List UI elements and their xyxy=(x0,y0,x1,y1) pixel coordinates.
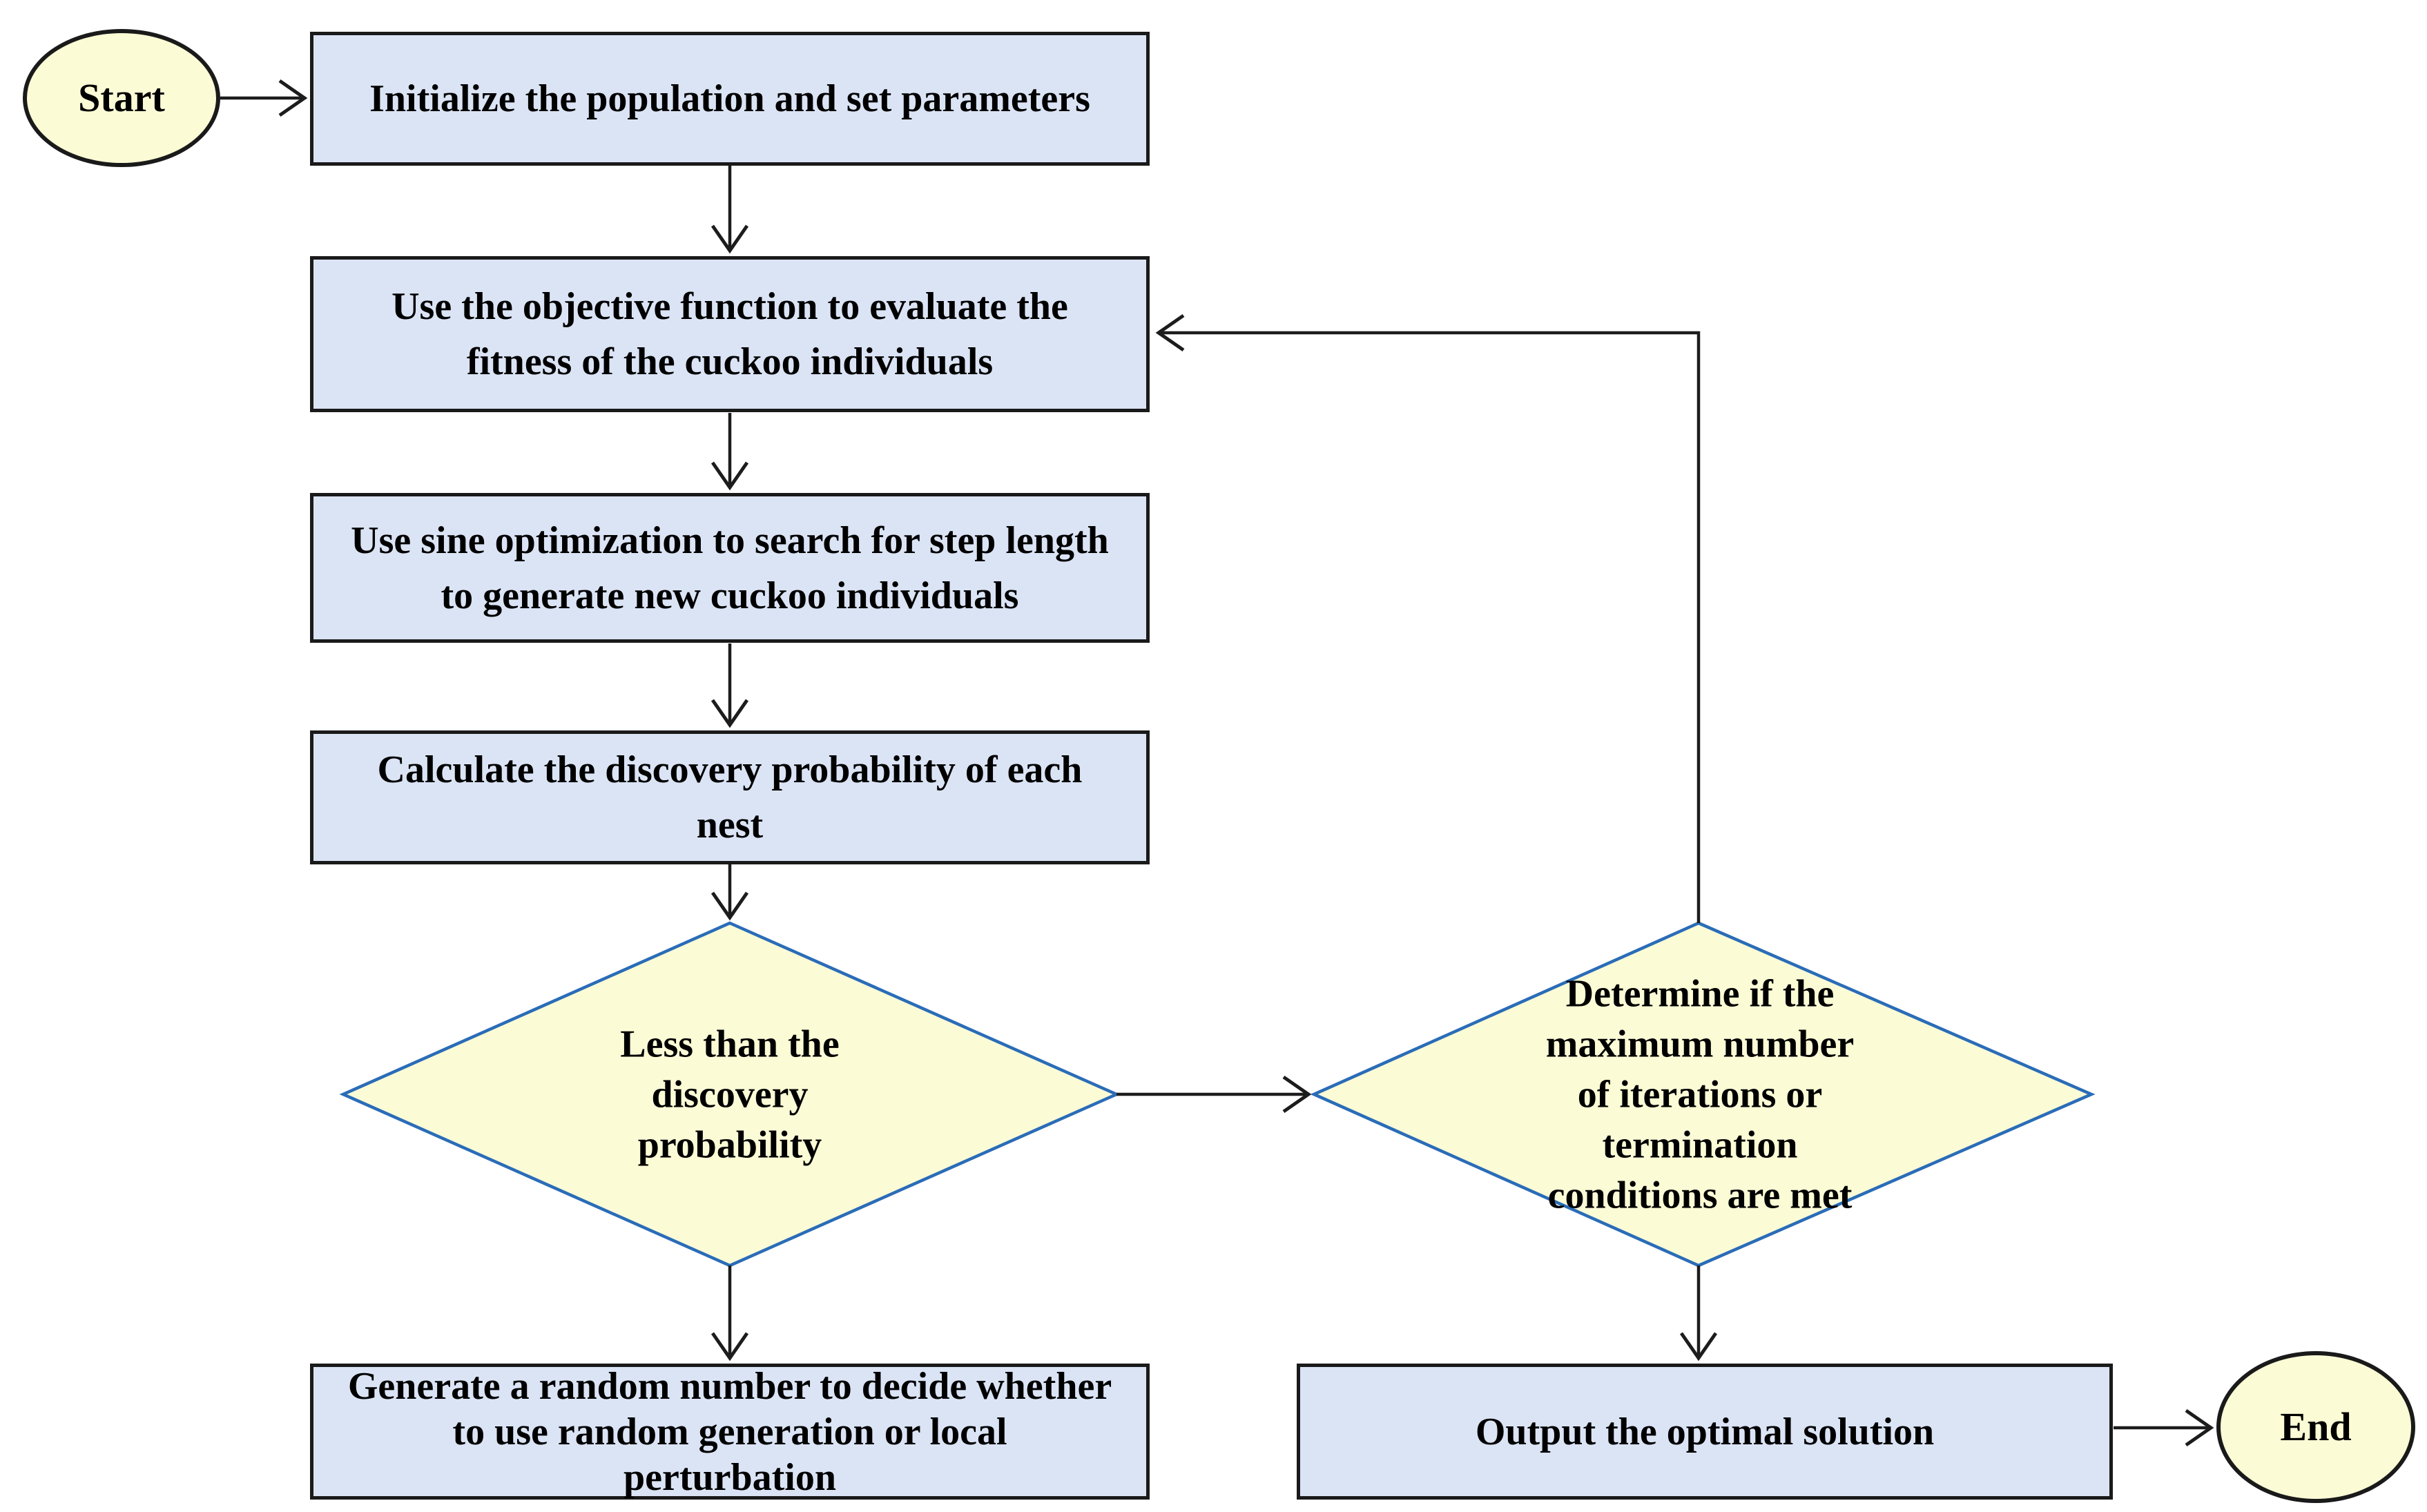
node-evaluate: Use the objective function to evaluate t… xyxy=(310,256,1150,412)
node-sine-search-label: Use sine optimization to search for step… xyxy=(351,518,1109,617)
node-sine-search: Use sine optimization to search for step… xyxy=(310,493,1150,643)
node-random-number: Generate a random number to decide wheth… xyxy=(310,1364,1150,1500)
node-random-number-label: Generate a random number to decide wheth… xyxy=(347,1364,1112,1499)
node-output-solution-label: Output the optimal solution xyxy=(1475,1410,1935,1453)
node-discovery-probability: Calculate the discovery probability of e… xyxy=(310,730,1150,864)
node-initialize: Initialize the population and set parame… xyxy=(310,32,1150,166)
node-end-label: End xyxy=(2280,1404,2352,1449)
node-evaluate-label: Use the objective function to evaluate t… xyxy=(391,285,1068,383)
node-start: Start xyxy=(23,29,220,167)
node-initialize-label: Initialize the population and set parame… xyxy=(369,77,1090,120)
node-less-than-probability-label: Less than the discovery probability xyxy=(620,1022,840,1167)
node-end: End xyxy=(2216,1351,2415,1503)
node-discovery-probability-label: Calculate the discovery probability of e… xyxy=(377,748,1083,846)
arrow-termination-check-loop-to-evaluate xyxy=(1155,313,1701,923)
node-start-label: Start xyxy=(78,75,165,120)
node-termination-check-label: Determine if the maximum number of itera… xyxy=(1545,972,1855,1217)
node-output-solution: Output the optimal solution xyxy=(1297,1364,2113,1500)
